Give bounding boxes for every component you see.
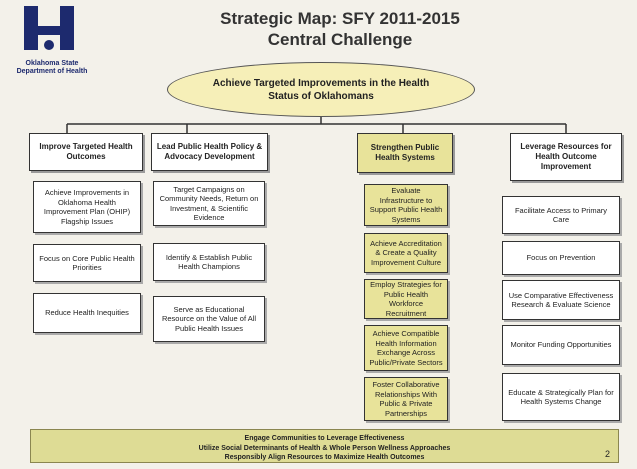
column-1-heading-text: Improve Targeted Health Outcomes — [39, 142, 133, 161]
column-3-item-3: Employ Strategies for Public Health Work… — [364, 279, 448, 319]
title-line-1: Strategic Map: SFY 2011-2015 — [220, 9, 460, 28]
column-2-item-1-text: Target Campaigns on Community Needs, Ret… — [159, 184, 259, 223]
column-3-item-5: Foster Collaborative Relationships With … — [364, 377, 448, 421]
column-2-heading: Lead Public Health Policy & Advocacy Dev… — [151, 133, 268, 171]
footer-line-1: Engage Communities to Leverage Effective… — [244, 435, 405, 442]
column-4-item-3-text: Use Comparative Effectiveness Research &… — [508, 290, 614, 310]
column-3-item-3-text: Employ Strategies for Public Health Work… — [370, 280, 442, 318]
column-4-item-4: Monitor Funding Opportunities — [502, 325, 620, 365]
column-2-item-2-text: Identify & Establish Public Health Champ… — [165, 252, 253, 272]
footer-line-3: Responsibly Align Resources to Maximize … — [224, 454, 425, 461]
column-3-heading: Strengthen Public Health Systems — [357, 133, 453, 173]
column-4-item-1: Facilitate Access to Primary Care — [502, 196, 620, 234]
column-2-heading-text: Lead Public Health Policy & Advocacy Dev… — [156, 142, 263, 161]
column-4-item-2-text: Focus on Prevention — [526, 253, 596, 263]
column-1-item-2-text: Focus on Core Public Health Priorities — [39, 253, 135, 273]
logo-line-2: Department of Health — [16, 68, 88, 75]
column-3-heading-text: Strengthen Public Health Systems — [370, 143, 440, 162]
column-4-item-1-text: Facilitate Access to Primary Care — [514, 205, 608, 225]
column-4-item-2: Focus on Prevention — [502, 241, 620, 275]
column-3-item-1-text: Evaluate Infrastructure to Support Publi… — [369, 186, 443, 224]
column-3-item-4-text: Achieve Compatible Health Information Ex… — [369, 329, 443, 367]
page-number: 2 — [604, 448, 610, 459]
column-1-heading: Improve Targeted Health Outcomes — [29, 133, 143, 171]
column-4-item-3: Use Comparative Effectiveness Research &… — [502, 280, 620, 320]
page-title: Strategic Map: SFY 2011-2015 Central Cha… — [150, 8, 530, 50]
column-1-item-3: Reduce Health Inequities — [33, 293, 141, 333]
footer-banner: Engage Communities to Leverage Effective… — [30, 429, 619, 463]
column-1-item-2: Focus on Core Public Health Priorities — [33, 244, 141, 282]
logo: Oklahoma State Department of Health — [8, 6, 96, 96]
column-1-item-1-text: Achieve Improvements in Oklahoma Health … — [43, 188, 131, 226]
title-line-2: Central Challenge — [267, 30, 413, 49]
column-3-item-2-text: Achieve Accreditation & Create a Quality… — [370, 238, 442, 267]
column-1-item-3-text: Reduce Health Inequities — [45, 308, 129, 318]
column-2-item-2: Identify & Establish Public Health Champ… — [153, 243, 265, 281]
column-3-item-1: Evaluate Infrastructure to Support Publi… — [364, 184, 448, 226]
column-3-item-5-text: Foster Collaborative Relationships With … — [372, 380, 440, 418]
central-challenge-ellipse: Achieve Targeted Improvements in the Hea… — [167, 62, 475, 117]
health-h-logo-icon — [20, 6, 78, 58]
column-1-item-1: Achieve Improvements in Oklahoma Health … — [33, 181, 141, 233]
footer-line-2: Utilize Social Determinants of Health & … — [198, 444, 451, 452]
column-4-heading-text: Leverage Resources for Health Outcome Im… — [520, 142, 612, 171]
column-2-item-3-text: Serve as Educational Resource on the Val… — [161, 304, 257, 333]
column-4-item-4-text: Monitor Funding Opportunities — [510, 340, 612, 350]
column-4-item-5-text: Educate & Strategically Plan for Health … — [508, 387, 614, 407]
column-2-item-1: Target Campaigns on Community Needs, Ret… — [153, 181, 265, 226]
column-3-item-4: Achieve Compatible Health Information Ex… — [364, 325, 448, 371]
logo-line-1: Oklahoma State — [25, 60, 79, 67]
central-challenge-text: Achieve Targeted Improvements in the Hea… — [212, 77, 430, 102]
logo-text: Oklahoma State Department of Health — [8, 60, 96, 76]
column-4-heading: Leverage Resources for Health Outcome Im… — [510, 133, 622, 181]
column-2-item-3: Serve as Educational Resource on the Val… — [153, 296, 265, 342]
column-3-item-2: Achieve Accreditation & Create a Quality… — [364, 233, 448, 273]
column-4-item-5: Educate & Strategically Plan for Health … — [502, 373, 620, 421]
